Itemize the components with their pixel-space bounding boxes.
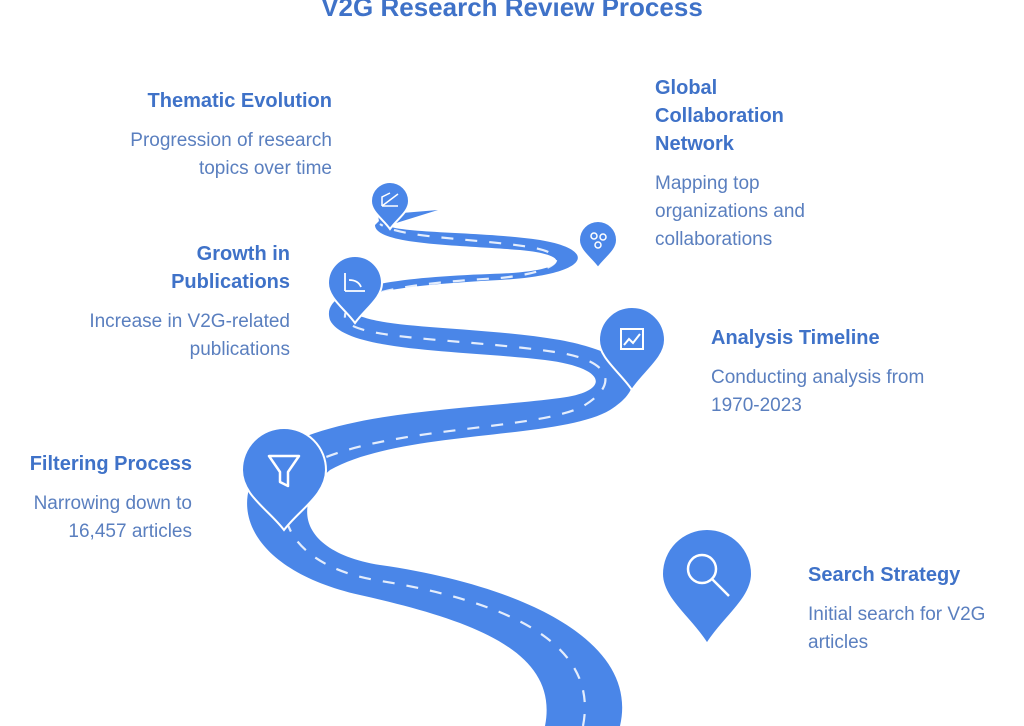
- step-timeline: Analysis Timeline Conducting analysis fr…: [711, 324, 941, 420]
- pin-filtering: [240, 427, 328, 532]
- pin-timeline: [597, 306, 667, 392]
- road-center-line: [283, 223, 607, 726]
- step-title: Thematic Evolution: [147, 90, 332, 112]
- step-description: Initial search for V2G articles: [808, 604, 986, 653]
- step-description: Mapping top organizations and collaborat…: [655, 173, 805, 250]
- pin-collab: [577, 220, 619, 270]
- growth-chart-icon: [344, 273, 365, 292]
- step-collab: Global Collaboration Network Mapping top…: [655, 74, 845, 254]
- step-title: Global Collaboration Network: [655, 77, 784, 155]
- step-title: Analysis Timeline: [711, 327, 880, 349]
- step-search: Search Strategy Initial search for V2G a…: [808, 561, 1024, 657]
- pin-thematic: [369, 181, 411, 231]
- line-chart-icon: [620, 328, 644, 350]
- step-title: Growth in Publications: [171, 243, 290, 293]
- step-description: Progression of research topics over time: [130, 130, 332, 179]
- step-title: Filtering Process: [29, 453, 192, 475]
- step-description: Narrowing down to 16,457 articles: [33, 493, 192, 542]
- step-description: Conducting analysis from 1970-2023: [711, 367, 925, 416]
- magnifier-icon: [686, 553, 730, 597]
- diagram-title: V2G Research Review Process: [321, 0, 703, 22]
- step-filtering: Filtering Process Narrowing down to 16,4…: [0, 450, 192, 546]
- pin-growth: [326, 255, 384, 325]
- network-icon: [590, 232, 607, 249]
- pin-search: [660, 528, 754, 646]
- book-icon: [381, 192, 399, 207]
- winding-road: [247, 220, 633, 726]
- step-title: Search Strategy: [808, 564, 961, 586]
- step-description: Increase in V2G-related publications: [89, 311, 290, 360]
- step-thematic: Thematic Evolution Progression of resear…: [100, 87, 332, 183]
- funnel-icon: [267, 454, 301, 488]
- step-growth: Growth in Publications Increase in V2G-r…: [80, 240, 290, 364]
